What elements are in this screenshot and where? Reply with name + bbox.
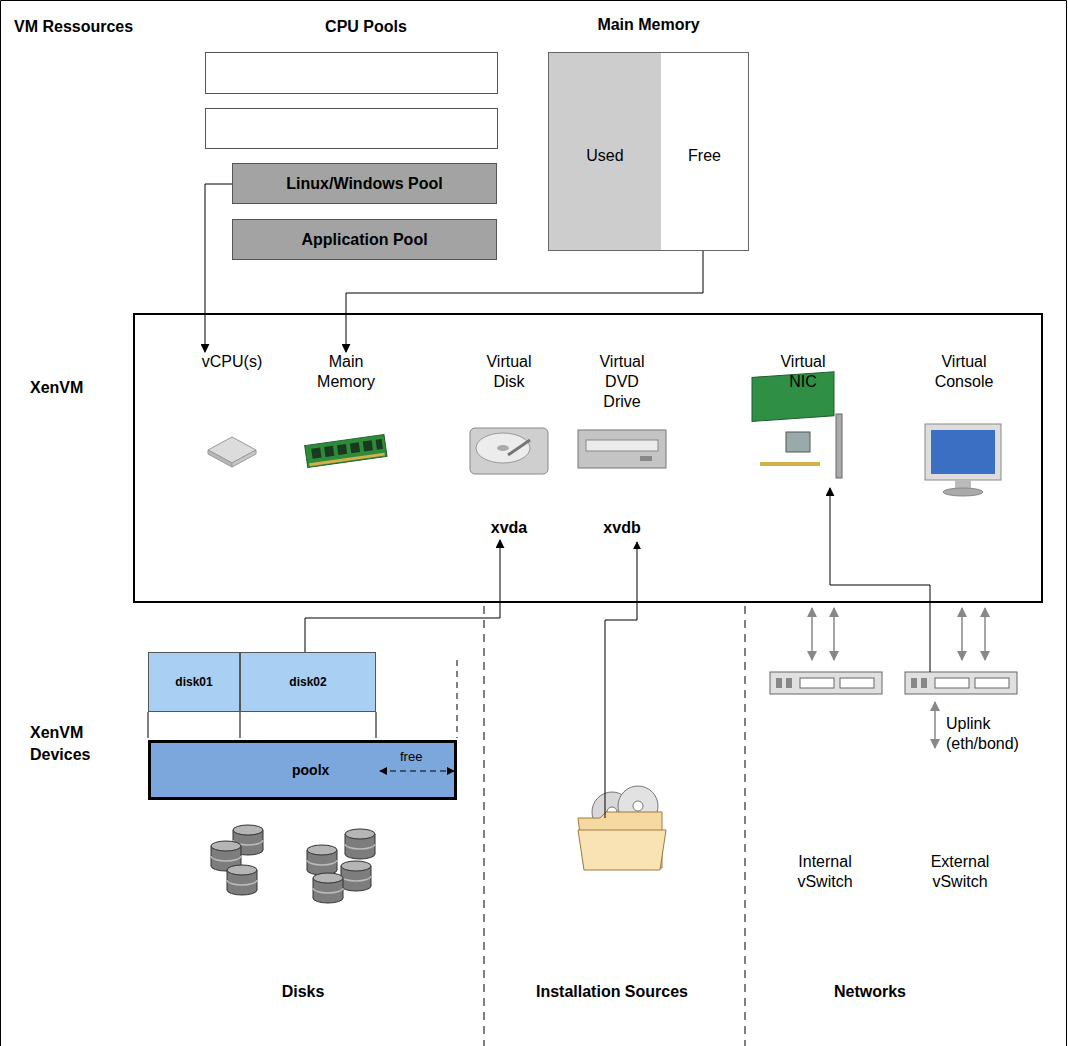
section-heading: XenVM Devices bbox=[30, 722, 102, 766]
console-device: Virtual Console bbox=[929, 352, 999, 492]
cpu-pool-box: Application Pool bbox=[232, 219, 497, 260]
connector-arrow bbox=[346, 251, 703, 352]
node-label: Main Memory bbox=[311, 352, 381, 392]
node-label: poolx bbox=[292, 762, 329, 778]
nic-device: Virtual NIC bbox=[770, 352, 836, 488]
vm-box: XenVMvCPU(s)Main MemoryVirtual DiskxvdaV… bbox=[133, 313, 1043, 603]
memory-box: Main MemoryUsedFree bbox=[548, 52, 749, 251]
node-label: Internal vSwitch bbox=[775, 852, 875, 892]
column-heading: Networks bbox=[810, 983, 930, 1001]
section-heading: CPU Pools bbox=[296, 18, 436, 36]
vswitch: Internal vSwitch bbox=[775, 672, 875, 892]
column-heading: Disks bbox=[243, 983, 363, 1001]
connector-arrow bbox=[205, 184, 232, 352]
memory-device: Main Memory bbox=[311, 352, 381, 492]
connector-arrow bbox=[305, 540, 500, 652]
disk-volume: disk02 bbox=[240, 652, 376, 712]
node-sublabel: xvdb bbox=[589, 518, 655, 538]
vswitch: External vSwitch bbox=[910, 672, 1010, 892]
node-sublabel: xvda bbox=[474, 518, 544, 538]
node-label: Linux/Windows Pool bbox=[286, 175, 442, 193]
node-label: XenVM bbox=[30, 379, 83, 397]
node-label: disk01 bbox=[175, 675, 212, 689]
dvd-device: Virtual DVD Drive xvdb bbox=[589, 352, 655, 540]
node-label: Main Memory bbox=[548, 16, 749, 34]
node-label: Application Pool bbox=[301, 231, 427, 249]
cpu-pool-box: Linux/Windows Pool bbox=[232, 163, 497, 204]
storage-pool: poolx free bbox=[148, 740, 457, 800]
uplink-label: Uplink (eth/bond) bbox=[946, 714, 1030, 754]
node-label: Virtual DVD Drive bbox=[589, 352, 655, 412]
node-label: disk02 bbox=[289, 675, 326, 689]
connector-arrow bbox=[830, 488, 930, 672]
node-label: Virtual Console bbox=[929, 352, 999, 392]
node-label: External vSwitch bbox=[910, 852, 1010, 892]
node-label: Virtual Disk bbox=[474, 352, 544, 392]
node-label: Virtual NIC bbox=[770, 352, 836, 392]
disk-volume: disk01 bbox=[148, 652, 240, 712]
disk-device: Virtual Disk xvda bbox=[474, 352, 544, 540]
node-sublabel: Free bbox=[661, 147, 748, 165]
node-label: vCPU(s) bbox=[192, 352, 272, 372]
column-heading: Installation Sources bbox=[522, 983, 702, 1001]
section-heading: VM Ressources bbox=[14, 18, 133, 36]
vcpu-device: vCPU(s) bbox=[192, 352, 272, 412]
node-sublabel: free bbox=[400, 749, 422, 764]
node-sublabel: Used bbox=[549, 147, 661, 165]
